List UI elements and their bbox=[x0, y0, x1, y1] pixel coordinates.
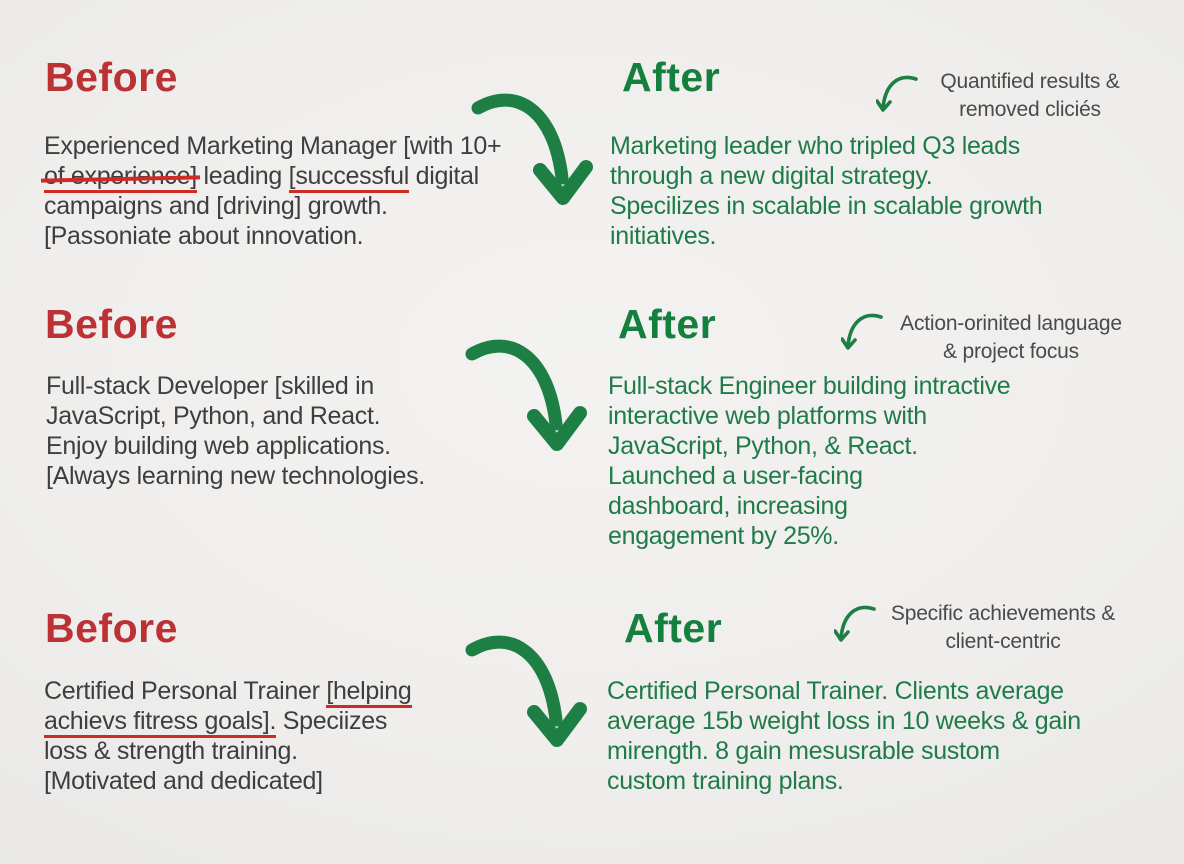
annotation-arrow-icon bbox=[876, 72, 918, 116]
text-line: JavaScript, Python, and React. bbox=[46, 402, 381, 430]
before-text-1: Experienced Marketing Manager [with 10+o… bbox=[44, 131, 502, 251]
after-heading-3: After bbox=[624, 605, 723, 651]
text-line: achievs fitress goals]. Speciizes bbox=[44, 706, 412, 738]
before-heading-3: Before bbox=[45, 605, 178, 651]
text-line: Full-stack Developer [skilled in bbox=[46, 372, 375, 400]
before-after-arrow-icon bbox=[460, 626, 592, 766]
red-underlined-text: achievs fitress goals]. bbox=[44, 707, 276, 738]
after-heading-1: After bbox=[622, 54, 721, 100]
annotation-line: Action-orinited language bbox=[900, 312, 1122, 335]
text-line: initiatives. bbox=[610, 222, 717, 250]
text-line: average 15b weight loss in 10 weeks & ga… bbox=[607, 707, 1081, 735]
text-line: Certified Personal Trainer [helping bbox=[44, 676, 412, 708]
text-line: [Motivated and dedicated] bbox=[44, 767, 323, 795]
text-line: Experienced Marketing Manager [with 10+ bbox=[44, 132, 502, 160]
text-line: Launched a user-facing bbox=[608, 462, 863, 490]
text-line: JavaScript, Python, & React. bbox=[608, 432, 918, 460]
text-line: campaigns and [driving] growth. bbox=[44, 192, 388, 220]
text-line: [Passoniate about innovation. bbox=[44, 222, 364, 250]
annotation-2: Action-orinited language & project focus bbox=[882, 310, 1140, 366]
text-line: Specilizes in scalable in scalable growt… bbox=[610, 192, 1043, 220]
text-line: Enjoy building web applications. bbox=[46, 432, 391, 460]
text-line: dashboard, increasing bbox=[608, 492, 848, 520]
text-line: Full-stack Engineer building intractive bbox=[608, 372, 1011, 400]
annotation-arrow-icon bbox=[841, 310, 883, 354]
before-after-arrow-icon bbox=[466, 84, 598, 224]
red-underlined-text: [helping bbox=[326, 677, 412, 708]
before-after-arrow-icon bbox=[460, 330, 592, 470]
text-line: loss & strength training. bbox=[44, 737, 298, 765]
red-underlined-text: [successful bbox=[288, 162, 409, 193]
annotation-line: Specific achievements & bbox=[890, 602, 1116, 625]
text-line: mirength. 8 gain mesusrable sustom bbox=[607, 737, 1000, 765]
annotation-line: & project focus bbox=[943, 340, 1079, 363]
text-line: [Always learning new technologies. bbox=[46, 462, 425, 490]
annotation-line: removed cliciés bbox=[959, 98, 1101, 121]
text-line: through a new digital strategy. bbox=[610, 162, 933, 190]
text-line: Marketing leader who tripled Q3 leads bbox=[610, 132, 1020, 160]
annotation-line: Quantified results & bbox=[940, 70, 1120, 93]
text-line: interactive web platforms with bbox=[608, 402, 927, 430]
before-heading-1: Before bbox=[45, 54, 178, 100]
before-heading-2: Before bbox=[45, 301, 178, 347]
after-heading-2: After bbox=[618, 301, 717, 347]
text-line: of experience] leading [successful digit… bbox=[44, 161, 501, 193]
annotation-3: Specific achievements & client-centric bbox=[876, 600, 1130, 656]
annotation-1: Quantified results & removed cliciés bbox=[915, 68, 1145, 124]
after-text-3: Certified Personal Trainer. Clients aver… bbox=[607, 676, 1081, 796]
red-strikethrough-text: of experience] bbox=[44, 162, 197, 193]
text-line: custom training plans. bbox=[607, 767, 844, 795]
text-line: engagement by 25%. bbox=[608, 522, 839, 550]
annotation-line: client-centric bbox=[945, 630, 1061, 653]
text-line: Certified Personal Trainer. Clients aver… bbox=[607, 677, 1064, 705]
annotation-arrow-icon bbox=[834, 602, 876, 646]
